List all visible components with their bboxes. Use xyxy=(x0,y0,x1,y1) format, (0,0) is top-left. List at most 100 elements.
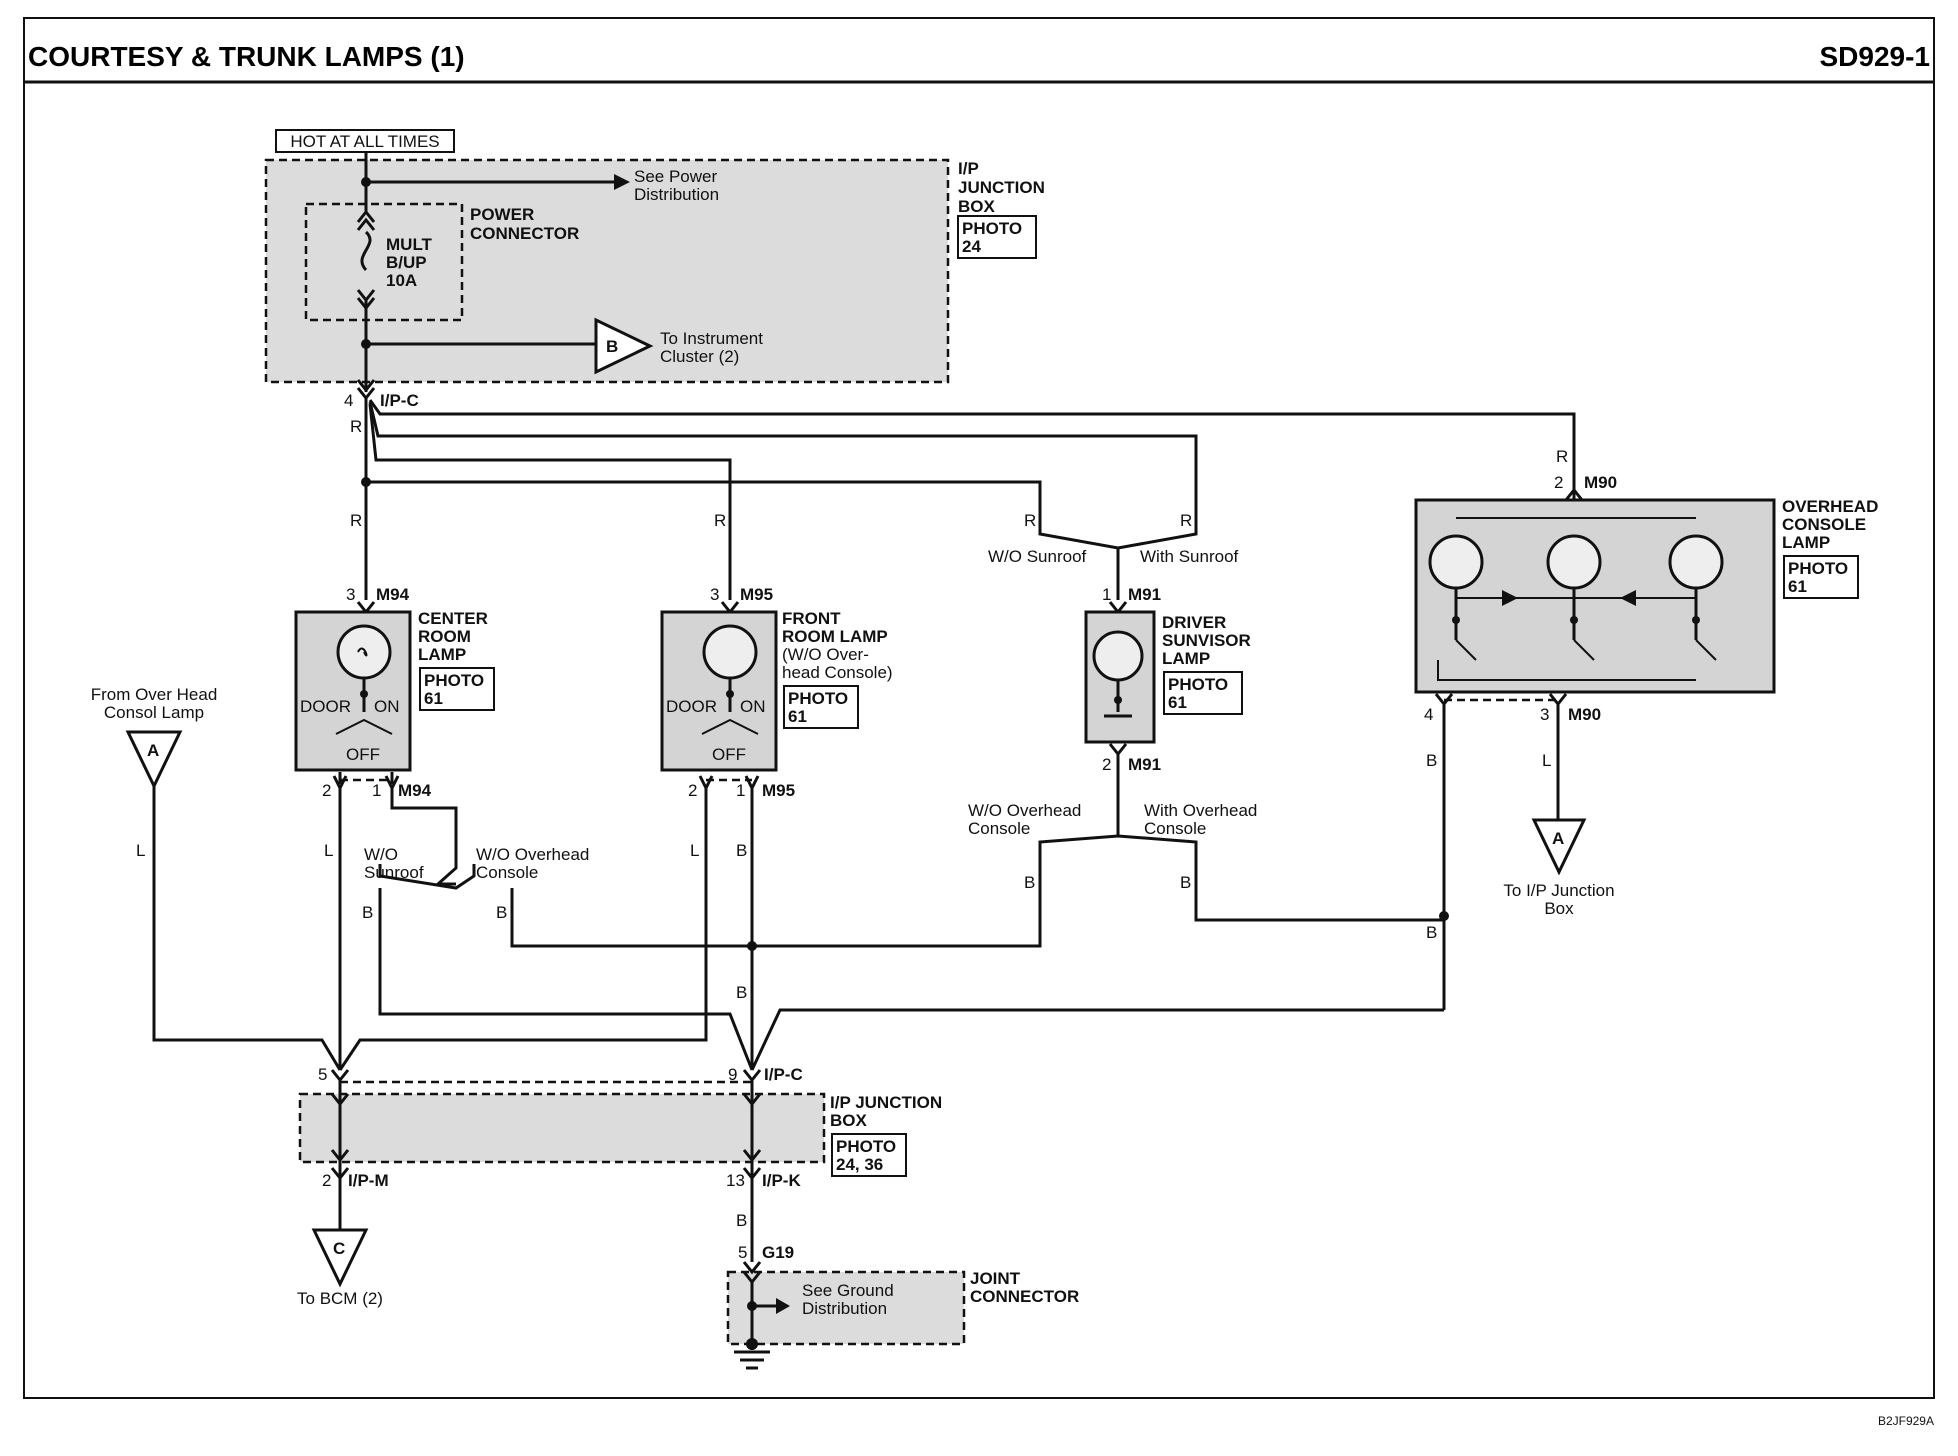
sunvisor-pin-bottom: 2 xyxy=(1102,755,1111,774)
sunvisor-wo-overhead-1: W/O Overhead xyxy=(968,801,1081,820)
overhead-pin-left: 4 xyxy=(1424,705,1433,724)
overhead-conn-top: M90 xyxy=(1584,473,1617,492)
wire-l-center: L xyxy=(324,841,333,860)
lower-conn-top: I/P-C xyxy=(764,1065,803,1084)
wire-l-overhead: L xyxy=(1542,751,1551,770)
see-power-2: Distribution xyxy=(634,185,719,204)
sunvisor-pin-top: 1 xyxy=(1102,585,1111,604)
lower-pin-right-top: 9 xyxy=(728,1065,737,1084)
front-conn-top: M95 xyxy=(740,585,773,604)
ground-pin: 5 xyxy=(738,1243,747,1262)
figure-ref: B2JF929A xyxy=(1878,1414,1934,1428)
front-pin-top: 3 xyxy=(710,585,719,604)
overhead-pin-top: 2 xyxy=(1554,473,1563,492)
splice-wo-sunroof-2: Sunroof xyxy=(364,863,424,882)
ipc-pin-4: 4 xyxy=(344,391,353,410)
diode-2-icon xyxy=(1620,590,1636,606)
sunvisor-with-overhead-1: With Overhead xyxy=(1144,801,1257,820)
splice-wo-overhead-2: Console xyxy=(476,863,538,882)
center-pin-top: 3 xyxy=(346,585,355,604)
ipjb-top-label-1: I/P xyxy=(958,159,979,178)
center-photo-1: PHOTO xyxy=(424,671,484,690)
overhead-name-3: LAMP xyxy=(1782,533,1830,552)
center-name-3: LAMP xyxy=(418,645,466,664)
joint-label-1: JOINT xyxy=(970,1269,1021,1288)
center-name-2: ROOM xyxy=(418,627,471,646)
fuse-label-3: 10A xyxy=(386,271,417,290)
wire-b-ground: B xyxy=(736,1211,747,1230)
wire-r-4: R xyxy=(1024,511,1036,530)
overhead-console-lamp: 2 M90 OVERHEAD CONSOLE LAMP PHOTO 61 4 3… xyxy=(1414,473,1878,1010)
lower-name-2: BOX xyxy=(830,1111,868,1130)
sunvisor-with-overhead-2: Console xyxy=(1144,819,1206,838)
ipjb-top-photo-1: PHOTO xyxy=(962,219,1022,238)
power-connector-box xyxy=(304,202,464,322)
connector-b-label: B xyxy=(606,337,618,356)
center-room-lamp: 3 M94 DOOR ON OFF CENTER ROOM LAMP PHOTO… xyxy=(294,585,495,800)
wire-r-1: R xyxy=(350,417,362,436)
center-off: OFF xyxy=(346,745,380,764)
lower-pin-right-bottom: 13 xyxy=(726,1171,745,1190)
left-from-1: From Over Head xyxy=(91,685,218,704)
wire-l-front: L xyxy=(690,841,699,860)
wire-l-left: L xyxy=(136,841,145,860)
joint-label-2: CONNECTOR xyxy=(970,1287,1079,1306)
left-input: From Over Head Consol Lamp A L xyxy=(91,685,342,1071)
ipjb-top-label-3: BOX xyxy=(958,197,996,216)
lower-conn-left-bottom: I/P-M xyxy=(348,1171,389,1190)
diode-1-icon xyxy=(1502,590,1518,606)
wire-r-3: R xyxy=(714,511,726,530)
sunvisor-photo-2: 61 xyxy=(1168,693,1187,712)
ipjb-top-photo-2: 24 xyxy=(962,237,981,256)
sunvisor-name-1: DRIVER xyxy=(1162,613,1226,632)
overhead-name-2: CONSOLE xyxy=(1782,515,1866,534)
wire-b-6: B xyxy=(736,983,747,1002)
sunvisor-bulb-icon xyxy=(1092,630,1144,682)
with-sunroof-label: With Sunroof xyxy=(1140,547,1239,566)
sunvisor-photo-1: PHOTO xyxy=(1168,675,1228,694)
wire-b-5: B xyxy=(736,841,747,860)
see-power-1: See Power xyxy=(634,167,717,186)
wo-sunroof-label: W/O Sunroof xyxy=(988,547,1087,566)
center-name-1: CENTER xyxy=(418,609,488,628)
connector-a-right-triangle xyxy=(1531,818,1587,876)
center-conn-bottom: M94 xyxy=(398,781,432,800)
wire-b-overhead: B xyxy=(1426,751,1437,770)
front-door: DOOR xyxy=(666,697,717,716)
wire-r-5: R xyxy=(1180,511,1192,530)
power-feed: See Power Distribution B To Instrument C… xyxy=(344,152,763,410)
overhead-photo-1: PHOTO xyxy=(1788,559,1848,578)
ground-wires: L W/O Sunroof W/O Overhead Console B B B… xyxy=(324,788,1444,1071)
ip-junction-box-bottom: 5 9 I/P-C I/P JUNCTION BOX PHOTO 24, 36 … xyxy=(298,1065,942,1190)
center-photo-2: 61 xyxy=(424,689,443,708)
front-pin-left: 2 xyxy=(688,781,697,800)
lower-conn-right-bottom: I/P-K xyxy=(762,1171,801,1190)
center-pin-left: 2 xyxy=(322,781,331,800)
front-pin-right: 1 xyxy=(736,781,745,800)
front-name-3: (W/O Over- xyxy=(782,645,869,664)
center-conn-top: M94 xyxy=(376,585,410,604)
front-name-4: head Console) xyxy=(782,663,893,682)
ground-joint-connector: B 5 G19 See Ground Distribution JOINT CO… xyxy=(726,1180,1079,1370)
power-connector-label-2: CONNECTOR xyxy=(470,224,579,243)
wire-r-6: R xyxy=(1556,447,1568,466)
front-name-2: ROOM LAMP xyxy=(782,627,888,646)
front-on: ON xyxy=(740,697,766,716)
sunvisor-wo-overhead-2: Console xyxy=(968,819,1030,838)
left-from-2: Consol Lamp xyxy=(104,703,204,722)
see-ground-2: Distribution xyxy=(802,1299,887,1318)
to-ipjb-1: To I/P Junction xyxy=(1503,881,1614,900)
lower-name-1: I/P JUNCTION xyxy=(830,1093,942,1112)
wire-b-3: B xyxy=(1024,873,1035,892)
overhead-pin-right: 3 xyxy=(1540,705,1549,724)
sunvisor-name-2: SUNVISOR xyxy=(1162,631,1251,650)
wire-r-2: R xyxy=(350,511,362,530)
lower-pin-left-top: 5 xyxy=(318,1065,327,1084)
see-ground-1: See Ground xyxy=(802,1281,894,1300)
to-bcm-label: To BCM (2) xyxy=(297,1289,383,1308)
sunvisor-conn-top: M91 xyxy=(1128,585,1161,604)
power-distribution-arrow xyxy=(614,174,630,190)
overhead-bulb-1-icon xyxy=(1428,534,1484,590)
splice-wo-overhead-1: W/O Overhead xyxy=(476,845,589,864)
lower-photo-2: 24, 36 xyxy=(836,1155,883,1174)
